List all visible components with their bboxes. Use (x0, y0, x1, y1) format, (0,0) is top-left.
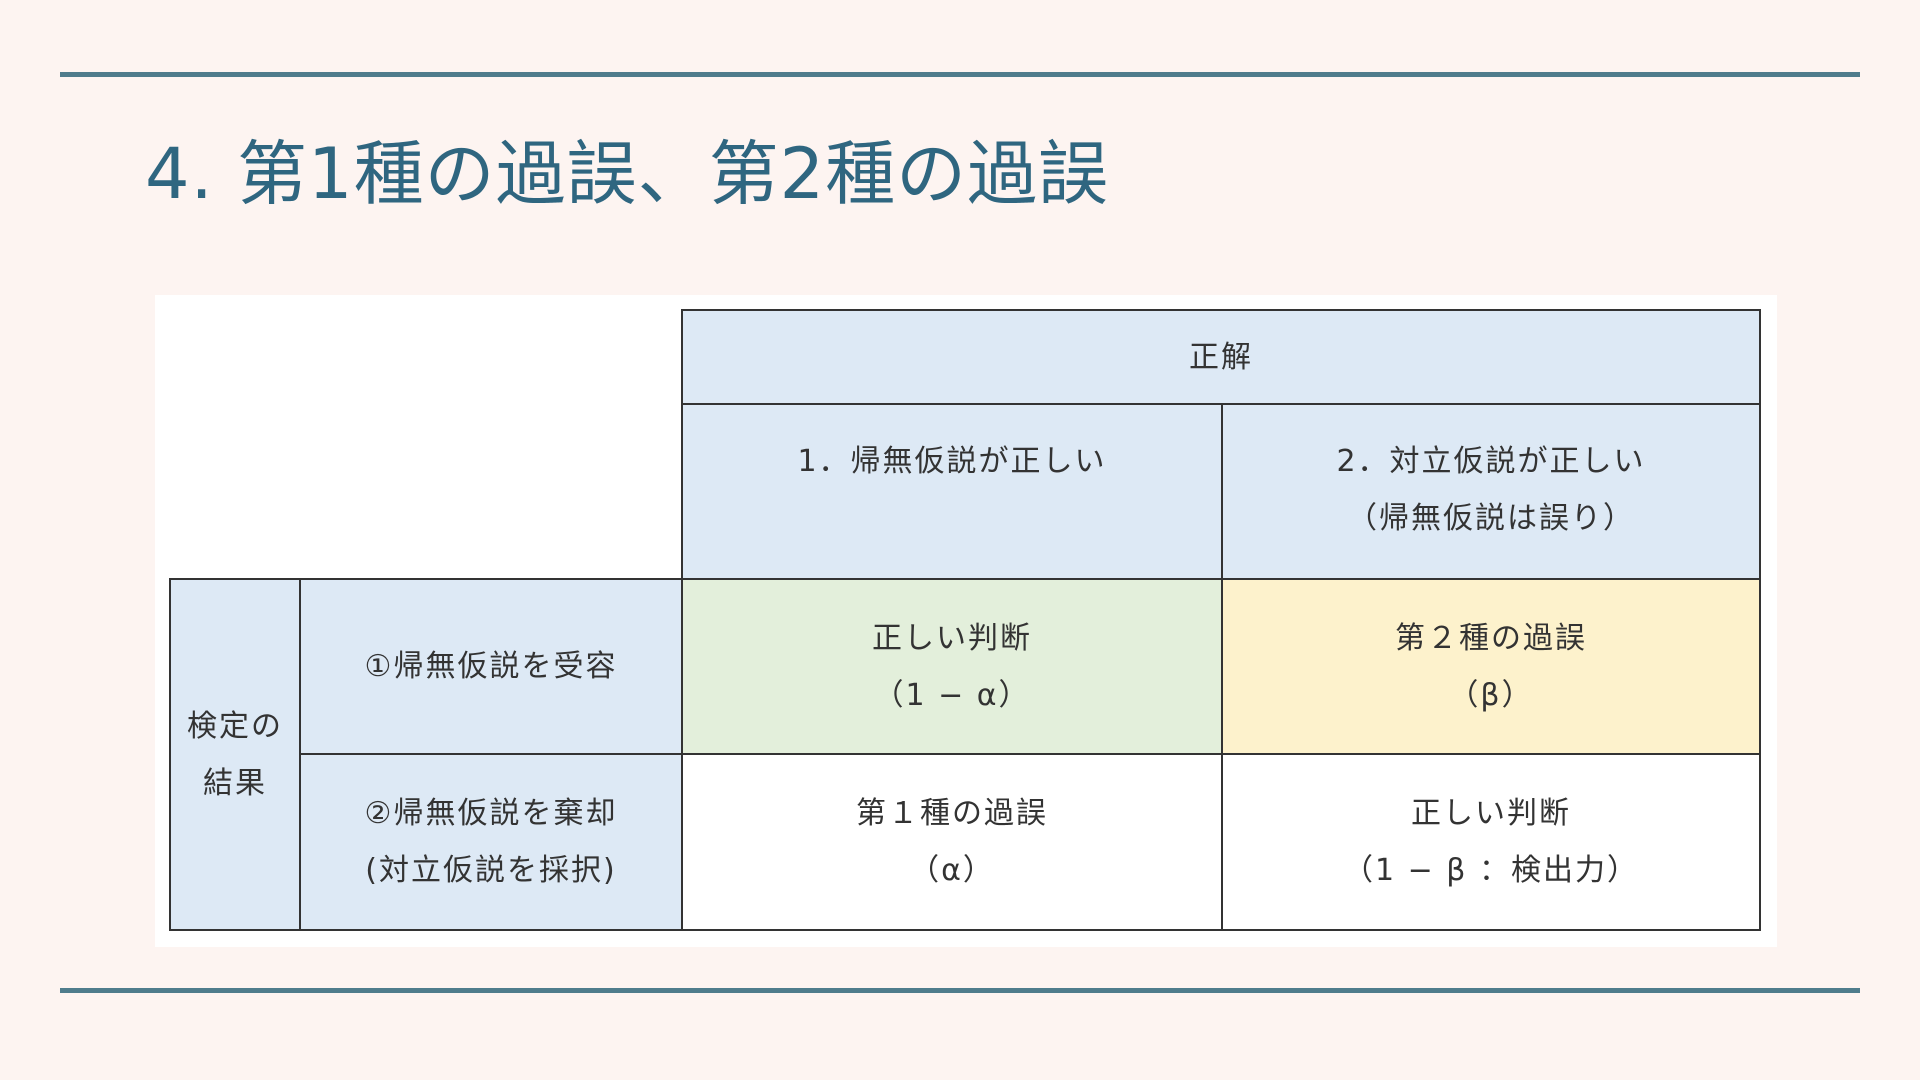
correct-decision-label-2: 正しい判断 (1411, 796, 1571, 831)
bottom-rule (60, 988, 1860, 993)
result-header-line2: 結果 (203, 765, 267, 801)
alpha-value: （α） (909, 853, 995, 888)
col-null-true-label: 1．帰無仮説が正しい (797, 444, 1107, 479)
error-types-table: 正解 1．帰無仮説が正しい 2．対立仮説が正しい （帰無仮説は誤り） 検定の 結… (155, 295, 1777, 947)
truth-header-cell: 正解 (681, 309, 1761, 405)
col-null-true-header: 1．帰無仮説が正しい (681, 403, 1223, 580)
row-accept-null-header: ①帰無仮説を受容 (299, 578, 683, 755)
row-accept-null-label: ①帰無仮説を受容 (364, 649, 618, 684)
power-value: （1 − β ：検出力） (1343, 853, 1639, 888)
col-alt-true-sublabel: （帰無仮説は誤り） (1347, 501, 1635, 536)
row-reject-null-header: ②帰無仮説を棄却 (対立仮説を採択) (299, 753, 683, 931)
row-reject-null-label: ②帰無仮説を棄却 (364, 796, 618, 831)
row-reject-null-sublabel: (対立仮説を採択) (365, 853, 617, 888)
confidence-value: （1 − α） (873, 677, 1031, 713)
result-header-cell: 検定の 結果 (169, 578, 301, 931)
beta-value: （β） (1448, 677, 1534, 713)
correct-decision-label: 正しい判断 (872, 620, 1032, 656)
col-alt-true-label: 2．対立仮説が正しい (1336, 444, 1646, 479)
slide-title: 4. 第1種の過誤、第2種の過誤 (145, 133, 1110, 215)
truth-header: 正解 (1189, 339, 1253, 375)
result-header-line1: 検定の (187, 708, 283, 744)
col-alt-true-header: 2．対立仮説が正しい （帰無仮説は誤り） (1221, 403, 1761, 580)
cell-correct-decision-2: 正しい判断 （1 − β ：検出力） (1221, 753, 1761, 931)
top-rule (60, 72, 1860, 77)
type2-error-label: 第２種の過誤 (1395, 620, 1587, 656)
cell-correct-decision-1: 正しい判断 （1 − α） (681, 578, 1223, 755)
cell-type1-error: 第１種の過誤 （α） (681, 753, 1223, 931)
type1-error-label: 第１種の過誤 (856, 796, 1048, 831)
cell-type2-error: 第２種の過誤 （β） (1221, 578, 1761, 755)
